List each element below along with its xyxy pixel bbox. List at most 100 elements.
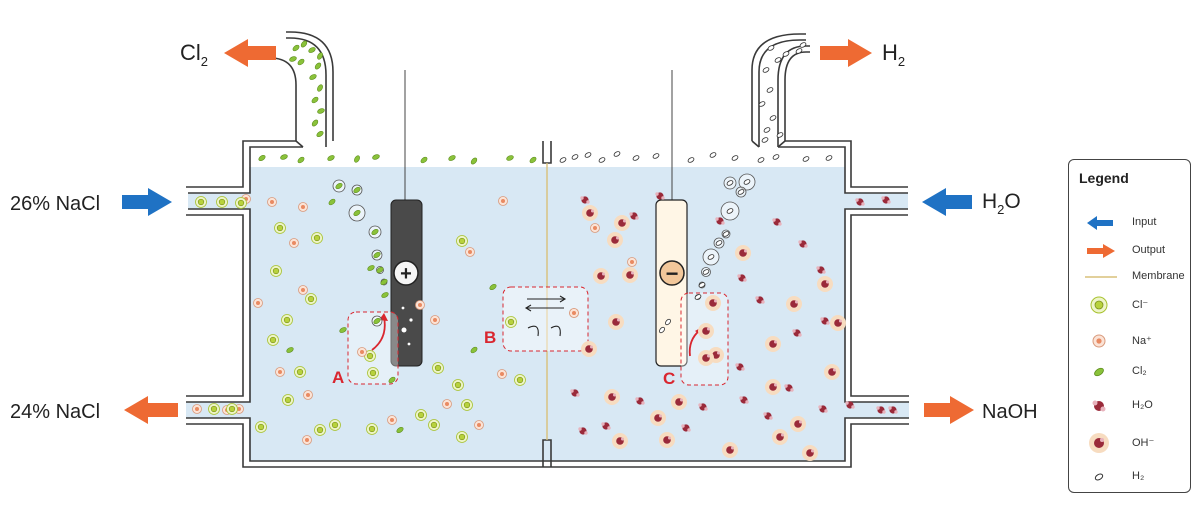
hydrogen-molecule (825, 155, 833, 161)
water-molecule (570, 389, 580, 397)
hydrogen-molecule (731, 155, 739, 161)
chlorine-molecule (300, 40, 308, 48)
hydrogen-molecule (772, 154, 780, 160)
legend-item-h2o: H₂O (1069, 395, 1190, 417)
chlorine-molecule (317, 84, 323, 92)
hydrogen-molecule (761, 137, 769, 143)
hydroxide-ion (614, 215, 630, 231)
chloride-ion (456, 235, 468, 247)
hydrogen-molecule (767, 45, 775, 51)
hydrogen-molecule (698, 282, 706, 288)
hydrogen-molecule (726, 208, 734, 214)
hydroxide-ion (604, 389, 620, 405)
legend-label-oh-ion: OH⁻ (1132, 437, 1155, 449)
water-molecule (629, 212, 639, 220)
chlorine-molecule (258, 154, 266, 162)
hydroxide-ion (772, 429, 788, 445)
hydrogen-molecule (776, 132, 784, 138)
chlorine-molecule (317, 52, 323, 60)
hydroxide-ion (608, 314, 624, 330)
outlet-naoh (845, 402, 909, 418)
hydrogen-molecule (687, 157, 695, 163)
legend-item-oh-ion: OH⁻ (1069, 432, 1190, 454)
chlorine-molecule (372, 154, 380, 160)
hydrogen-molecule (715, 240, 723, 246)
water-molecule (578, 427, 588, 435)
water-molecule (818, 405, 828, 413)
chlorine-molecule (328, 198, 336, 206)
sodium-ion (298, 202, 308, 212)
hydrogen-molecule (769, 115, 777, 121)
chlorine-molecule (316, 130, 324, 138)
chloride-ion (514, 374, 526, 386)
water-molecule (580, 196, 590, 204)
legend-item-input: Input (1069, 212, 1190, 234)
hydroxide-ion (581, 341, 597, 357)
chlorine-molecule (506, 155, 514, 161)
zone-c-box (680, 292, 729, 386)
chloride-ion (294, 366, 306, 378)
hydroxide-ion (817, 276, 833, 292)
chloride-ion (274, 222, 286, 234)
chlorine-molecule (280, 154, 288, 160)
legend-item-h2: H₂ (1069, 466, 1190, 488)
water-molecule (735, 363, 745, 371)
input-arrow-water (922, 188, 972, 216)
legend-item-na-ion: Na⁺ (1069, 330, 1190, 352)
chlorine-molecule (297, 156, 305, 164)
hydroxide-ion (582, 205, 598, 221)
h2-label: H2 (882, 40, 905, 69)
chlorine-molecule (420, 156, 428, 164)
chlorine-molecule (396, 426, 404, 434)
zone-c-label: C (663, 369, 675, 388)
hydrogen-molecule (762, 67, 770, 73)
chlorine-molecule (376, 266, 384, 274)
inlet-water (845, 193, 908, 209)
legend-label-membrane: Membrane (1132, 270, 1185, 282)
sodium-ion (303, 390, 313, 400)
chlorine-molecule (297, 58, 305, 66)
hydrogen-molecule (802, 156, 810, 162)
chlorine-molecule (489, 283, 497, 291)
chloride-ion (255, 421, 267, 433)
sodium-ion (497, 369, 507, 379)
chloride-ion (305, 293, 317, 305)
chloride-ion (415, 409, 427, 421)
chlorine-molecule (309, 74, 317, 80)
chloride-ion (329, 419, 341, 431)
sodium-ion (474, 420, 484, 430)
hydrogen-molecule (571, 154, 579, 160)
chlorine-molecule (311, 119, 319, 127)
hydrogen-molecule (726, 180, 734, 186)
cathode-sign: − (666, 261, 679, 286)
chloride-ion-icon (1090, 296, 1108, 314)
sodium-ion (253, 298, 263, 308)
hydroxide-ion (671, 394, 687, 410)
chloride-ion (311, 232, 323, 244)
sodium-ion (465, 247, 475, 257)
hydroxide-ion (659, 432, 675, 448)
zone-a-box (347, 311, 399, 385)
water-molecule (655, 192, 665, 200)
naoh-label: NaOH (982, 401, 1038, 423)
legend-label-h2o: H₂O (1132, 399, 1153, 411)
chloride-ion (456, 431, 468, 443)
zone-b-label: B (484, 328, 496, 347)
chlorine-molecule (470, 346, 478, 354)
sodium-ion (192, 404, 202, 414)
chlorine-molecule (529, 156, 537, 164)
cathode-sign-badge (659, 260, 685, 286)
hydrogen-molecule (743, 179, 751, 185)
hydrogen-molecule (613, 151, 621, 157)
chloride-ion (216, 196, 228, 208)
water-molecule (601, 422, 611, 430)
particles (192, 40, 898, 461)
water-molecule (816, 266, 826, 274)
chlorine-molecule (335, 182, 343, 190)
input-arrow-nacl (122, 188, 172, 216)
legend-label-cl2: Cl₂ (1132, 365, 1147, 377)
water-molecule (798, 240, 808, 248)
hydrogen-molecule (722, 231, 730, 237)
chloride-ion (367, 367, 379, 379)
hydrogen-molecule (757, 157, 765, 163)
